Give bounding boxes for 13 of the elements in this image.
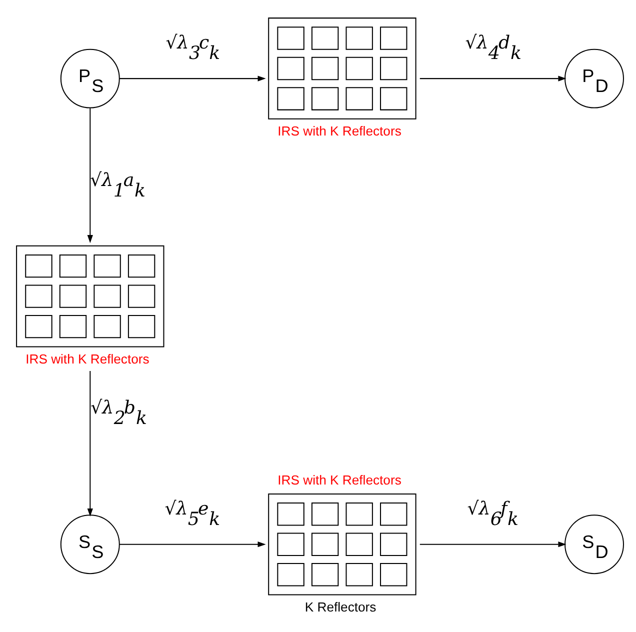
node-label: K Reflectors	[304, 598, 376, 614]
arrow	[87, 108, 93, 243]
node-box	[268, 17, 416, 119]
node-label: IRS with K Reflectors	[278, 122, 402, 138]
node-box	[268, 492, 416, 595]
node-label: IRS with K Reflectors	[26, 350, 150, 366]
arrow	[420, 75, 566, 81]
node-box	[16, 244, 164, 347]
arrow	[120, 541, 266, 547]
arrow	[120, 75, 266, 81]
node-label: IRS with K Reflectors	[278, 472, 402, 487]
arrow	[87, 370, 93, 516]
arrow	[420, 541, 566, 547]
